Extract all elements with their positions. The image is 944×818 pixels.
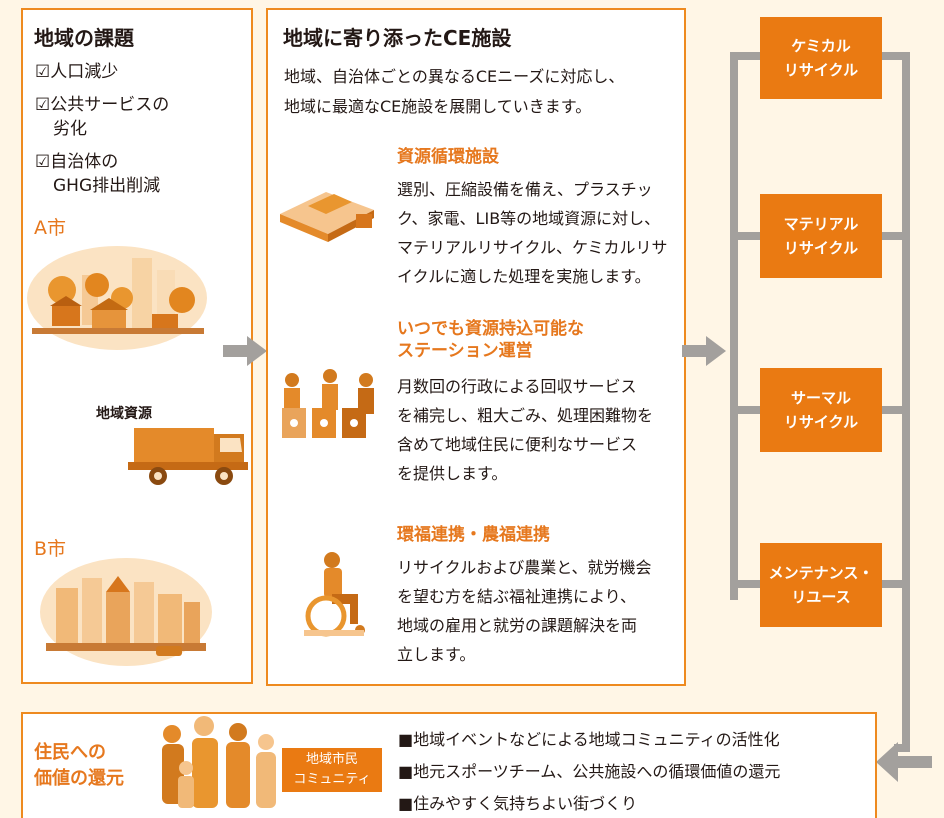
chemical-recycling-box: ケミカル リサイクル — [760, 17, 882, 99]
issue-public-service: ☑公共サービスの — [35, 95, 170, 115]
issue-public-service-2: 劣化 — [53, 119, 87, 139]
material-recycling-box: マテリアル リサイクル — [760, 194, 882, 278]
maintenance-reuse-box: メンテナンス・ リユース — [760, 543, 882, 627]
community-item-events: ■地域イベントなどによる地域コミュニティの活性化 — [398, 730, 780, 749]
thermal-recycling-box: サーマル リサイクル — [760, 368, 882, 452]
regional-resource-label: 地域資源 — [96, 406, 152, 422]
community-value-title: 住民への 価値の還元 — [34, 742, 124, 789]
issue-ghg-2: GHG排出削減 — [53, 176, 161, 196]
ce-facility-intro: 地域、自治体ごとの異なるCEニーズに対応し、 地域に最適なCE施設を展開していき… — [284, 67, 625, 116]
wheelchair-worker-icon — [304, 552, 365, 637]
recycling-station-title: いつでも資源持込可能な ステーション運営 — [397, 319, 584, 361]
arrow-center-to-right — [682, 336, 726, 366]
recycling-station-body: 月数回の行政による回収サービス を補完し、粗大ごみ、処理困難物を 含めて地域住民… — [397, 377, 654, 483]
ce-facility-title: 地域に寄り添ったCE施設 — [283, 26, 512, 50]
resource-cycle-facility-title: 資源循環施設 — [397, 147, 499, 167]
issue-population-decline: ☑人口減少 — [35, 62, 119, 82]
community-item-town: ■住みやすく気持ちよい街づくり — [398, 794, 638, 813]
resource-cycle-facility-body: 選別、圧縮設備を備え、プラスチッ ク、家電、LIB等の地域資源に対し、 マテリア… — [397, 180, 668, 286]
local-community-badge: 地域市民 コミュニティ — [282, 748, 382, 792]
recycling-station-icon — [282, 369, 374, 438]
arrow-return-to-community — [876, 742, 932, 782]
city-b-label: B市 — [34, 538, 67, 560]
community-people-illustration — [162, 716, 276, 808]
community-item-sports: ■地元スポーツチーム、公共施設への循環価値の還元 — [398, 762, 781, 781]
truck-icon — [128, 428, 248, 485]
welfare-collaboration-body: リサイクルおよび農業と、就労機会 を望む方を結ぶ福祉連携により、 地域の雇用と就… — [397, 558, 652, 664]
regional-issues-title: 地域の課題 — [34, 26, 134, 50]
arrow-left-to-center — [223, 336, 267, 366]
city-b-illustration — [40, 558, 212, 666]
city-a-illustration — [27, 246, 207, 350]
factory-icon — [280, 192, 374, 242]
welfare-collaboration-title: 環福連携・農福連携 — [397, 525, 550, 545]
issue-ghg: ☑自治体の — [35, 152, 119, 172]
city-a-label: A市 — [34, 217, 66, 239]
